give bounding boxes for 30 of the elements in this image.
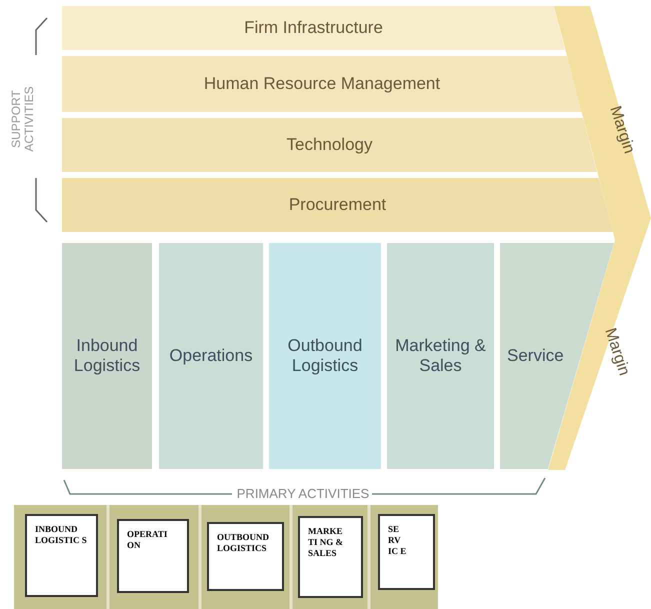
text-box [117, 519, 189, 593]
box-label: SE RV IC E [388, 524, 408, 557]
box-label: OPERATI ON [127, 529, 168, 551]
activity-column [159, 243, 263, 469]
text-box [378, 514, 435, 590]
text-box [207, 522, 284, 591]
side-label: SUPPORT ACTIVITIES [10, 85, 36, 154]
column-label: Operations [169, 346, 253, 366]
band-label: Procurement [288, 194, 386, 216]
band-label: Technology [286, 134, 372, 156]
box-label: MARKE TI NG & SALES [308, 526, 344, 559]
margin-label: Margin [605, 103, 639, 157]
activity-band [62, 118, 597, 172]
column-label: Inbound Logistics [72, 336, 142, 376]
activity-band [62, 6, 565, 50]
activity-column [62, 243, 152, 469]
margin-label: Margin [600, 325, 634, 379]
column-label: Outbound Logistics [286, 336, 364, 376]
column-label: Marketing & Sales [394, 336, 487, 376]
text-box [25, 514, 98, 597]
column-label: Service [506, 346, 564, 366]
activity-band [62, 56, 582, 112]
box-label: OUTBOUND LOGISTICS [217, 532, 270, 554]
activity-column [387, 243, 494, 469]
band-label: Firm Infrastructure [244, 17, 383, 40]
activity-band [62, 178, 613, 232]
activity-column [269, 243, 381, 469]
text-box [298, 516, 363, 598]
box-label: INBOUND LOGISTIC S [35, 524, 88, 546]
band-label: Human Resource Management [204, 73, 440, 96]
